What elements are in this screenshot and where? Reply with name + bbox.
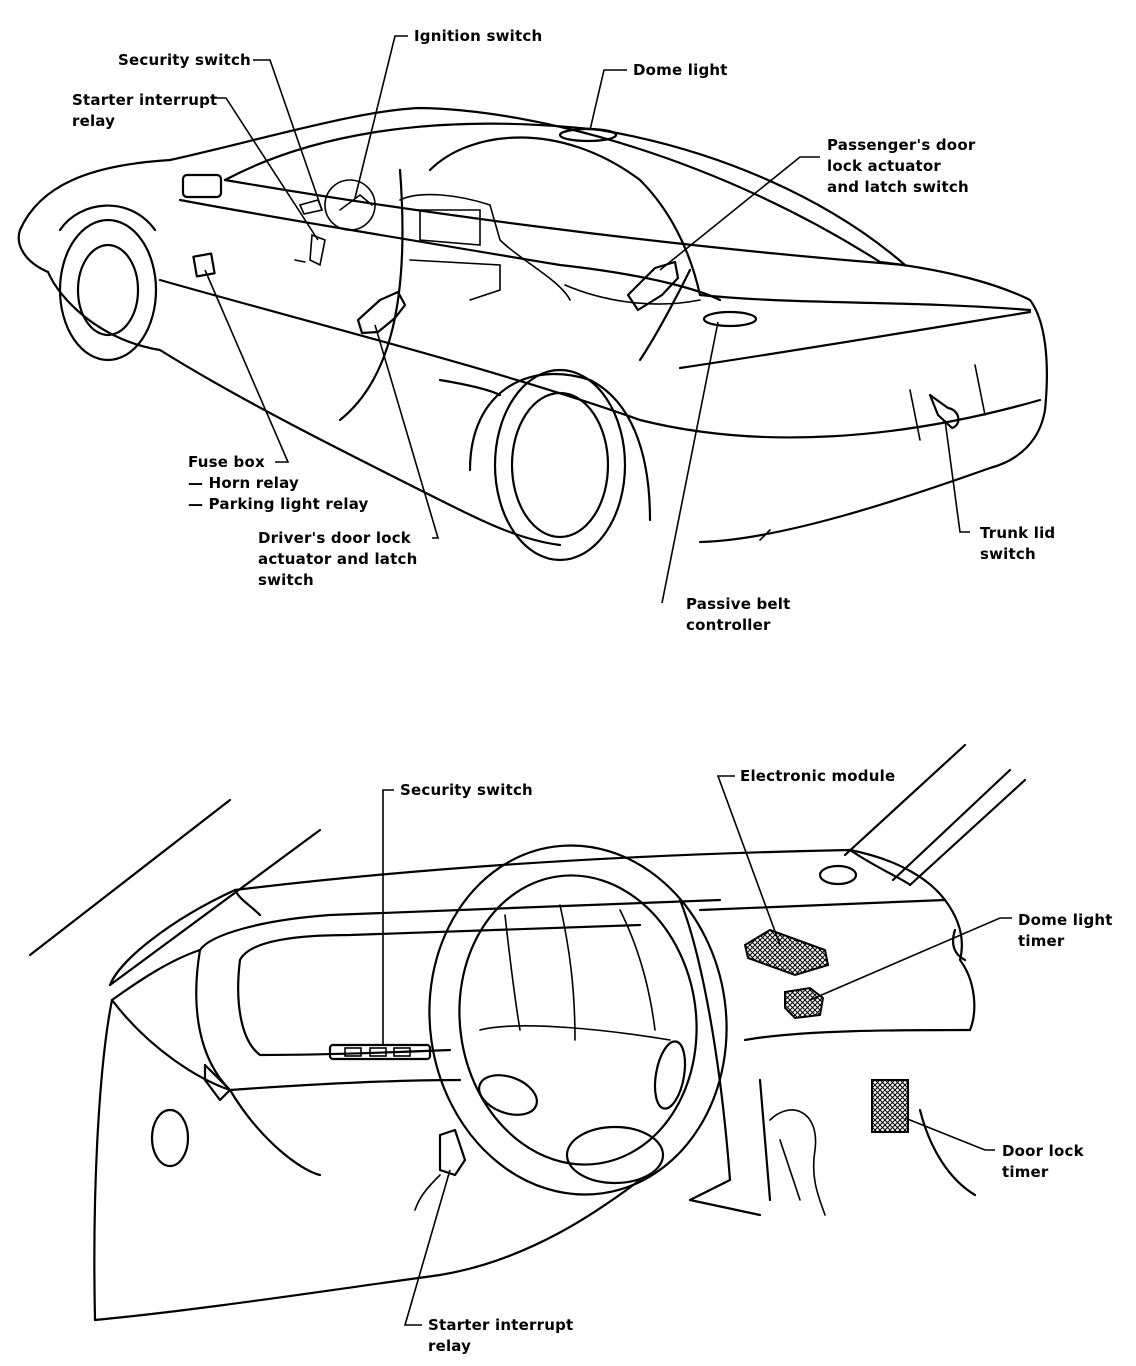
label-passive-belt-controller: Passive belt controller	[686, 595, 791, 634]
label-electronic-module: Electronic module	[740, 767, 896, 785]
label-trunk-lid-switch: Trunk lid switch	[980, 524, 1056, 563]
trunk-lid-switch-component	[928, 393, 960, 430]
bottom-leaders	[382, 775, 1012, 1326]
car-illustration	[17, 106, 1048, 562]
passive-belt-controller-component	[702, 310, 758, 328]
label-passenger-door-lock: Passenger's door lock actuator and latch…	[827, 136, 976, 196]
dashboard-illustration	[28, 743, 1027, 1322]
label-starter-interrupt-relay-top: Starter interrupt relay	[72, 91, 218, 130]
label-dome-light: Dome light	[633, 61, 728, 79]
ignition-switch-component	[339, 193, 373, 211]
electronic-module-component	[743, 928, 830, 977]
label-security-switch-top: Security switch	[118, 51, 251, 69]
label-fuse-box: Fuse box — Horn relay — Parking light re…	[188, 453, 369, 513]
passenger-door-lock-component	[626, 260, 680, 312]
door-lock-timer-component	[871, 1079, 909, 1133]
top-components	[192, 127, 960, 430]
label-dome-light-timer: Dome light timer	[1018, 911, 1113, 950]
label-ignition-switch: Ignition switch	[414, 27, 543, 45]
label-starter-interrupt-relay-bottom: Starter interrupt relay	[428, 1316, 574, 1355]
label-door-lock-timer: Door lock timer	[1002, 1142, 1084, 1181]
dome-light-component	[558, 127, 618, 143]
dome-light-timer-component	[784, 986, 825, 1020]
starter-relay-component	[294, 233, 326, 267]
bottom-starter-relay-component	[438, 1128, 467, 1177]
fuse-box-component	[192, 252, 216, 278]
bottom-components	[414, 928, 909, 1211]
driver-door-lock-component	[356, 290, 407, 335]
top-leaders	[204, 35, 970, 604]
label-driver-door-lock: Driver's door lock actuator and latch sw…	[258, 529, 418, 589]
label-security-switch-bottom: Security switch	[400, 781, 533, 799]
